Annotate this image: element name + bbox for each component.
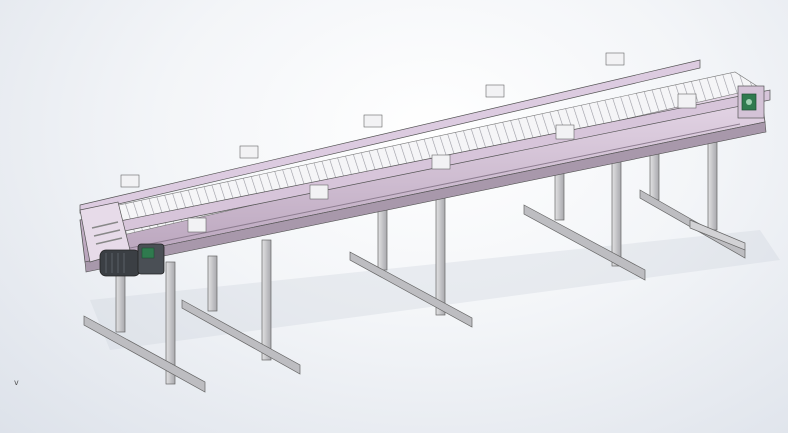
tail-slats [91, 221, 123, 245]
front-bracket [187, 93, 697, 233]
tail-bearing[interactable] [737, 85, 765, 119]
drive-motor[interactable] [99, 249, 141, 277]
rear-bracket [120, 52, 625, 188]
leg-stand-0 [83, 261, 206, 393]
leg-stand-4 [639, 129, 746, 259]
motor-fins [105, 253, 125, 273]
support-legs [83, 129, 746, 393]
guide-brackets [120, 52, 697, 233]
view-orientation-marker: v [14, 378, 19, 387]
gearbox[interactable] [137, 243, 165, 275]
tail-end [79, 201, 131, 263]
leg-stand-1 [181, 239, 301, 375]
